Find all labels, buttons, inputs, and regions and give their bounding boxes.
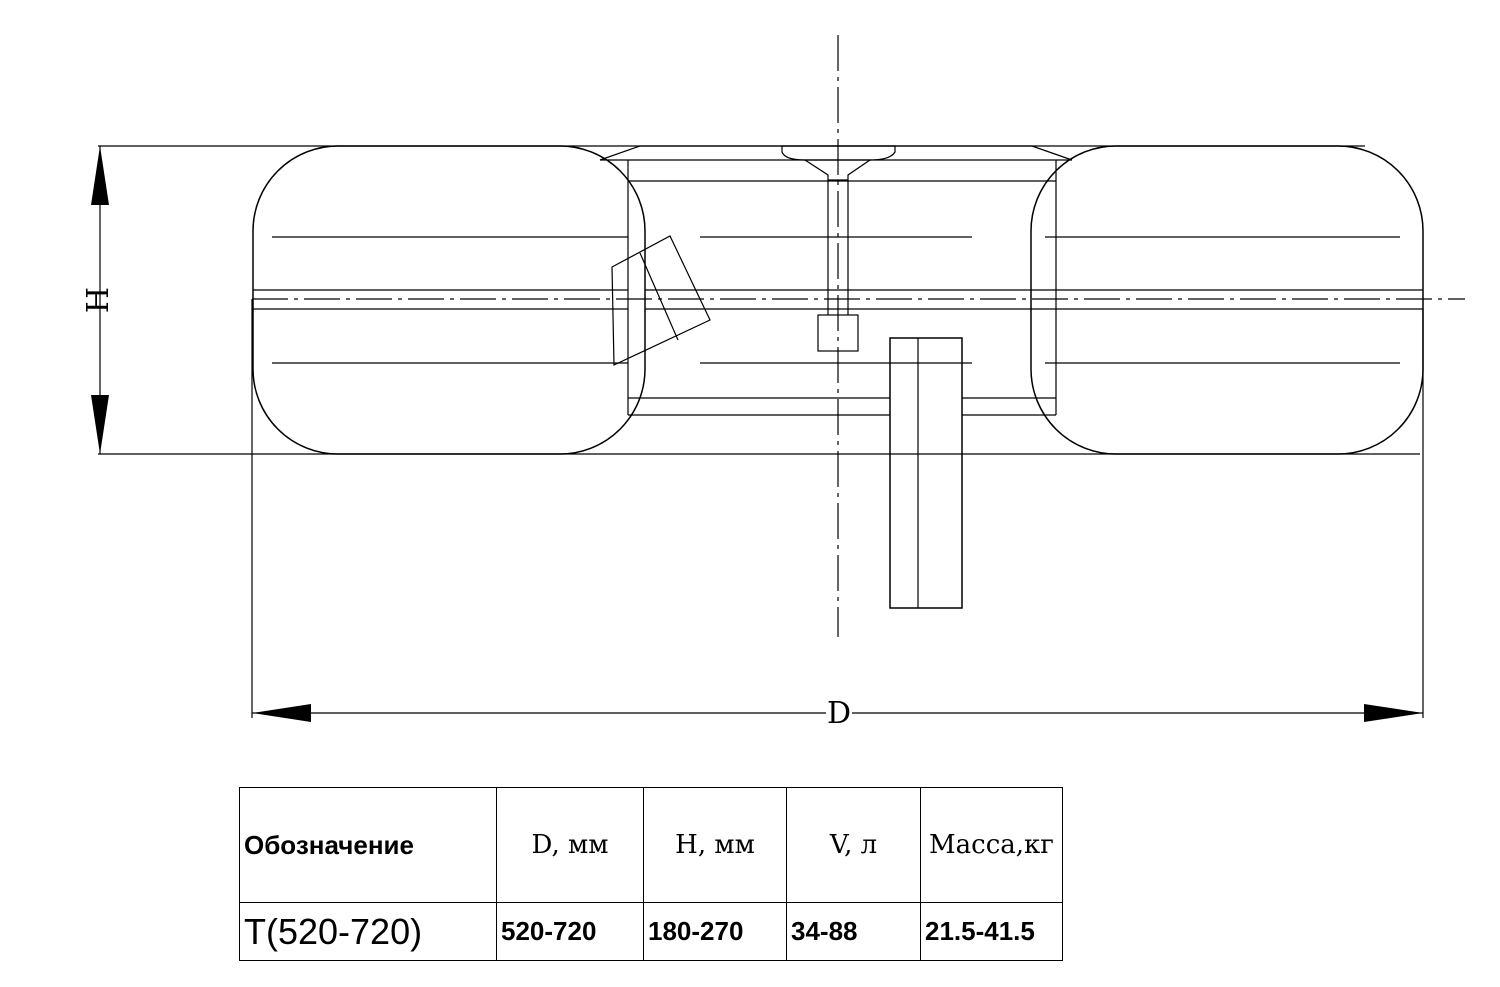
header-designation: Обозначение xyxy=(239,787,497,903)
d-arrow-left xyxy=(252,704,311,722)
inspection-hatch-line xyxy=(639,252,679,341)
header-mass: Масса,кг xyxy=(920,787,1063,903)
d-dimension-label: D xyxy=(827,696,851,731)
inspection-hatch xyxy=(611,235,711,366)
mount-bracket xyxy=(889,337,963,609)
value-volume: 34-88 xyxy=(786,902,921,961)
header-height: H, мм xyxy=(643,787,787,903)
table-header-row: Обозначение D, мм H, мм V, л Масса,кг xyxy=(239,787,1063,903)
pipe-fitting xyxy=(817,314,859,352)
header-volume: V, л xyxy=(786,787,921,903)
header-diameter: D, мм xyxy=(496,787,644,903)
h-arrow-top xyxy=(91,146,109,205)
value-diameter: 520-720 xyxy=(496,902,644,961)
value-height: 180-270 xyxy=(643,902,787,961)
table-row: Т(520-720) 520-720 180-270 34-88 21.5-41… xyxy=(239,902,1063,961)
right-float xyxy=(1030,145,1424,455)
h-arrow-bottom xyxy=(91,395,109,454)
value-designation: Т(520-720) xyxy=(239,902,497,961)
value-mass: 21.5-41.5 xyxy=(920,902,1063,961)
left-float xyxy=(252,145,646,455)
h-dimension-label: H xyxy=(81,287,116,313)
filler-neck xyxy=(804,159,871,181)
spec-table: Обозначение D, мм H, мм V, л Масса,кг Т(… xyxy=(239,787,1063,961)
top-frame xyxy=(599,145,1073,161)
d-arrow-right xyxy=(1364,704,1423,722)
